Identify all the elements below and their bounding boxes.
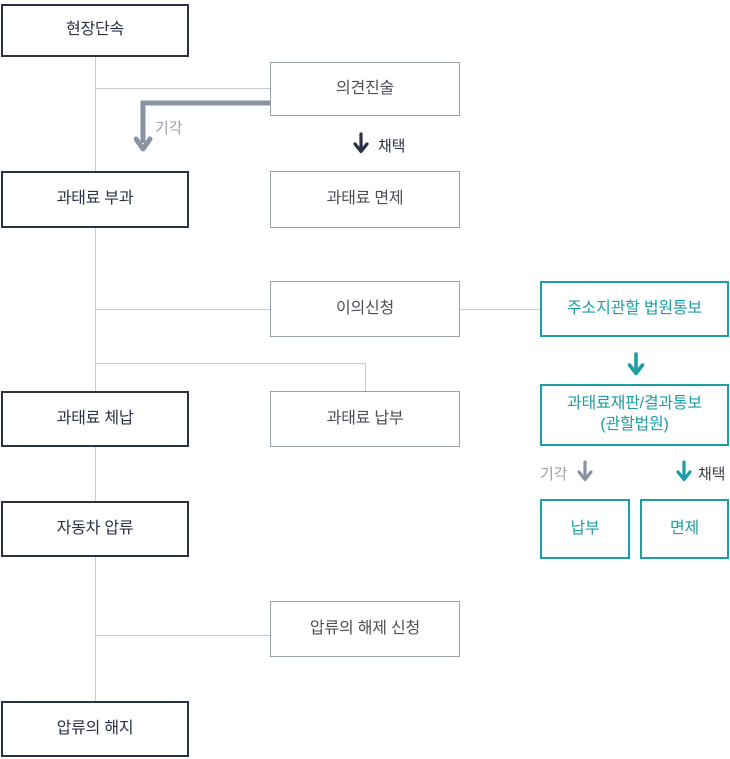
node-fine-payment: 과태료 납부 bbox=[270, 391, 460, 447]
connector-line bbox=[95, 557, 96, 701]
edge-label-adopted-bottom: 채택 bbox=[698, 466, 726, 483]
edge-label-rejected-bottom: 기각 bbox=[540, 466, 568, 483]
node-court-notification: 주소지관할 법원통보 bbox=[540, 281, 729, 337]
connector-line bbox=[95, 363, 365, 364]
node-label: 과태료 부과 bbox=[56, 190, 134, 208]
down-arrow-icon bbox=[577, 460, 593, 482]
node-fine-trial-result: 과태료재판/결과통보 (관할법원) bbox=[540, 384, 729, 446]
connector-line bbox=[95, 88, 270, 89]
node-site-enforcement: 현장단속 bbox=[1, 4, 189, 57]
connector-line bbox=[460, 309, 540, 310]
connector-line bbox=[95, 309, 270, 310]
node-label: 압류의 해제 신청 bbox=[309, 619, 421, 637]
node-label: 현장단속 bbox=[65, 21, 125, 39]
node-exemption: 면제 bbox=[640, 499, 729, 559]
edge-label-rejected-top: 기각 bbox=[155, 120, 183, 137]
node-label: 과태료 면제 bbox=[326, 190, 404, 208]
node-seizure-release: 압류의 해지 bbox=[1, 701, 189, 757]
connector-line bbox=[365, 363, 366, 391]
node-label: 이의신청 bbox=[335, 299, 395, 317]
node-fine-exemption: 과태료 면제 bbox=[270, 171, 460, 228]
node-label-line1: 과태료재판/결과통보 bbox=[567, 395, 702, 413]
node-label: 과태료 체납 bbox=[56, 409, 134, 427]
node-seizure-release-request: 압류의 해제 신청 bbox=[270, 601, 460, 657]
node-label: 자동차 압류 bbox=[56, 519, 134, 537]
node-vehicle-seizure: 자동차 압류 bbox=[1, 501, 189, 557]
node-opinion-statement: 의견진술 bbox=[270, 62, 460, 116]
down-arrow-icon bbox=[676, 460, 692, 482]
node-label: 압류의 해지 bbox=[56, 719, 134, 737]
node-label: 면제 bbox=[669, 519, 700, 537]
node-label: 주소지관할 법원통보 bbox=[567, 299, 702, 317]
rejected-elbow-arrow-icon bbox=[134, 100, 274, 152]
node-label: 의견진술 bbox=[335, 79, 395, 97]
node-fine-imposition: 과태료 부과 bbox=[1, 171, 189, 228]
node-label-line2: (관할법원) bbox=[600, 416, 669, 433]
node-label: 납부 bbox=[570, 519, 600, 537]
node-payment: 납부 bbox=[540, 499, 630, 559]
node-label: 과태료 납부 bbox=[326, 409, 404, 427]
node-fine-delinquency: 과태료 체납 bbox=[1, 391, 189, 447]
node-objection: 이의신청 bbox=[270, 281, 460, 337]
connector-line bbox=[95, 57, 96, 171]
down-arrow-icon bbox=[627, 352, 645, 376]
connector-line bbox=[95, 447, 96, 501]
edge-label-adopted-top: 채택 bbox=[378, 138, 406, 155]
connector-line bbox=[95, 635, 270, 636]
down-arrow-icon bbox=[353, 132, 369, 154]
